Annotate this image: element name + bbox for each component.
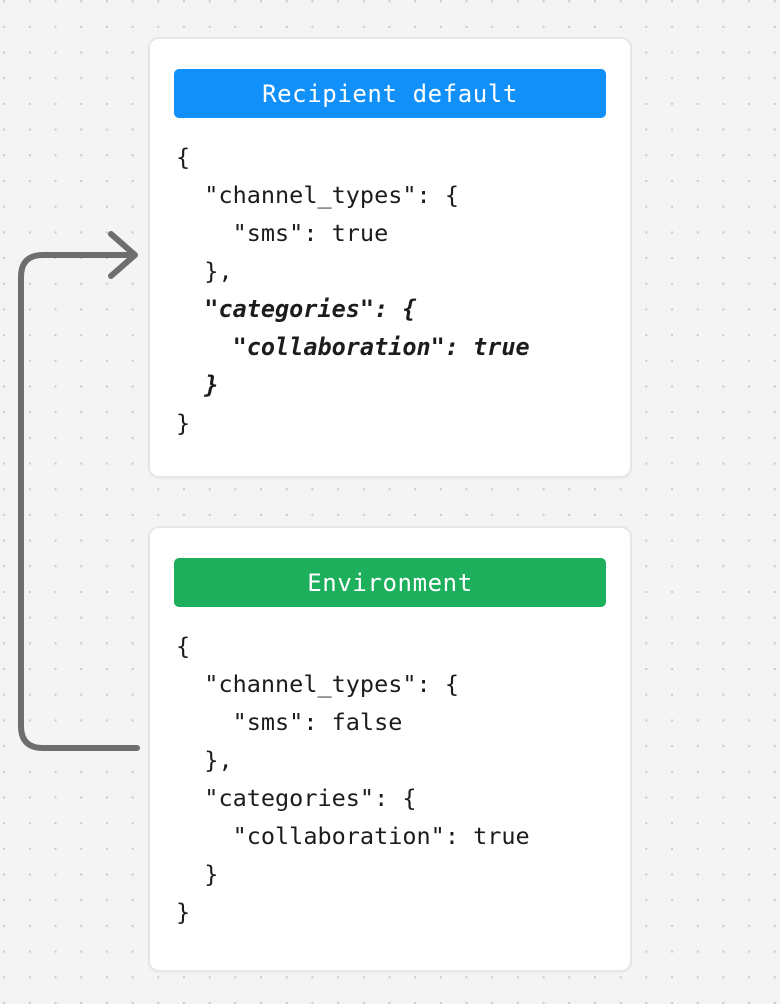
json-block-recipient-default: { "channel_types": { "sms": true }, "cat… xyxy=(174,138,606,442)
json-line: }, xyxy=(176,257,233,285)
arrowhead-right-icon xyxy=(108,231,138,279)
json-line: "categories": { xyxy=(176,295,417,323)
card-header-environment: Environment xyxy=(174,558,606,607)
json-line: "collaboration": true xyxy=(176,822,530,850)
json-line: } xyxy=(176,409,191,437)
json-line: "channel_types": { xyxy=(176,670,459,698)
json-line: }, xyxy=(176,746,233,774)
json-line: { xyxy=(176,632,191,660)
override-flow-arrow-path xyxy=(18,252,140,751)
json-block-environment: { "channel_types": { "sms": false }, "ca… xyxy=(174,627,606,931)
comparison-cards-column: Recipient default { "channel_types": { "… xyxy=(148,37,632,972)
json-line: "sms": true xyxy=(176,219,389,247)
json-line: "collaboration": true xyxy=(176,333,530,361)
card-environment: Environment { "channel_types": { "sms": … xyxy=(148,526,632,972)
card-header-label-recipient-default: Recipient default xyxy=(262,79,518,108)
json-line: "channel_types": { xyxy=(176,181,459,209)
json-line: } xyxy=(176,371,219,399)
json-line: "sms": false xyxy=(176,708,403,736)
card-header-label-environment: Environment xyxy=(307,568,473,597)
json-line: } xyxy=(176,860,219,888)
card-header-recipient-default: Recipient default xyxy=(174,69,606,118)
card-recipient-default: Recipient default { "channel_types": { "… xyxy=(148,37,632,478)
json-line: } xyxy=(176,898,191,926)
json-line: { xyxy=(176,143,191,171)
json-line: "categories": { xyxy=(176,784,417,812)
